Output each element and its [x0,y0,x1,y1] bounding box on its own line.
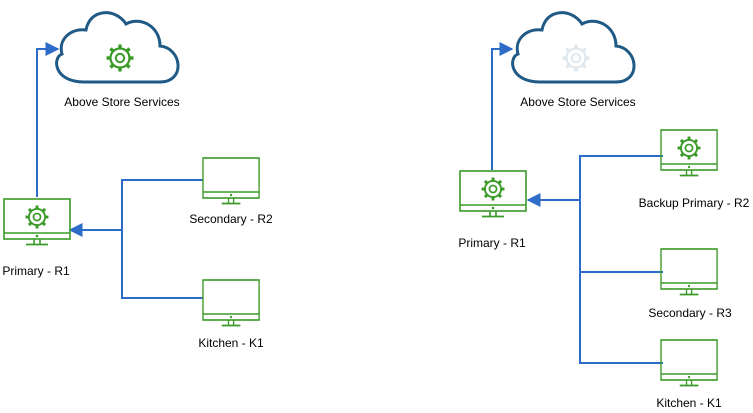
left-cloud [55,11,180,84]
right-backup-connector [526,155,663,207]
cloud-icon [511,11,636,84]
gear-icon [480,176,506,202]
left-primary-device [3,198,71,246]
monitor-icon [202,157,261,205]
left-kitchen-label: Kitchen - K1 [198,336,264,350]
right-primary-label: Primary - R1 [458,236,526,250]
left-kitchen-connector [121,230,203,299]
right-connectors [491,42,663,364]
right-cloud-label: Above Store Services [520,95,635,109]
monitor-icon [660,248,718,296]
left-connectors [36,42,203,299]
right-secondary-label: Secondary - R3 [648,306,732,320]
left-secondary-device [202,157,261,205]
right-backup-device [660,129,718,177]
right-secondary-device [660,248,718,296]
gear-icon [676,135,702,161]
gear-icon [560,42,592,74]
right-kitchen-connector [579,272,663,364]
left-primary-label: Primary - R1 [2,264,70,278]
right-kitchen-device [660,339,718,387]
right-diagram: Above Store Services Primary - R1 Backup… [458,11,750,410]
left-secondary-connector [68,179,203,237]
right-uplink-connector [491,42,514,170]
left-cloud-label: Above Store Services [64,95,179,109]
right-kitchen-label: Kitchen - K1 [656,396,722,410]
gear-icon [104,42,136,74]
left-diagram: Above Store Services Primary - R1 Second… [2,11,273,350]
right-primary-device [459,170,527,218]
left-uplink-connector [36,42,60,197]
gear-icon [24,204,50,230]
left-secondary-label: Secondary - R2 [189,212,273,226]
left-kitchen-device [202,279,261,327]
cloud-icon [55,11,180,84]
right-cloud [511,11,636,84]
monitor-icon [660,339,718,387]
monitor-icon [202,279,261,327]
right-secondary-connector [579,200,663,273]
right-backup-label: Backup Primary - R2 [639,196,750,210]
